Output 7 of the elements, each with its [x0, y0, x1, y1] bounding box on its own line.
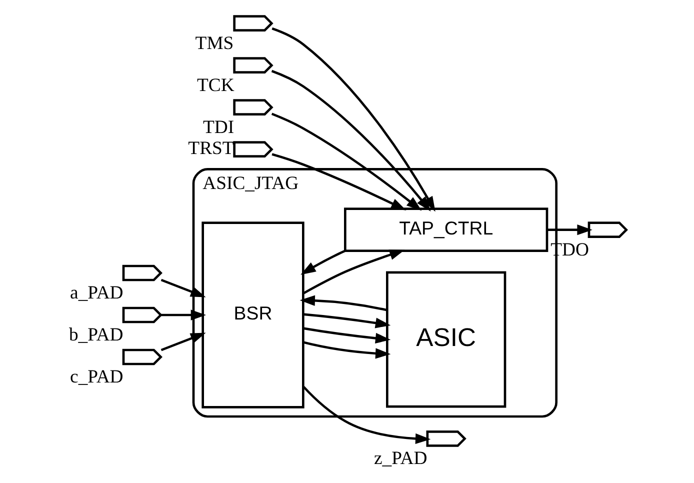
node-label: c_PAD	[70, 366, 123, 388]
node-label: b_PAD	[68, 324, 123, 346]
node-label: TDI	[202, 116, 234, 138]
node-label: TCK	[196, 74, 234, 96]
node-label: z_PAD	[373, 448, 427, 470]
node-label: TMS	[194, 32, 234, 54]
node-label: a_PAD	[70, 282, 123, 304]
